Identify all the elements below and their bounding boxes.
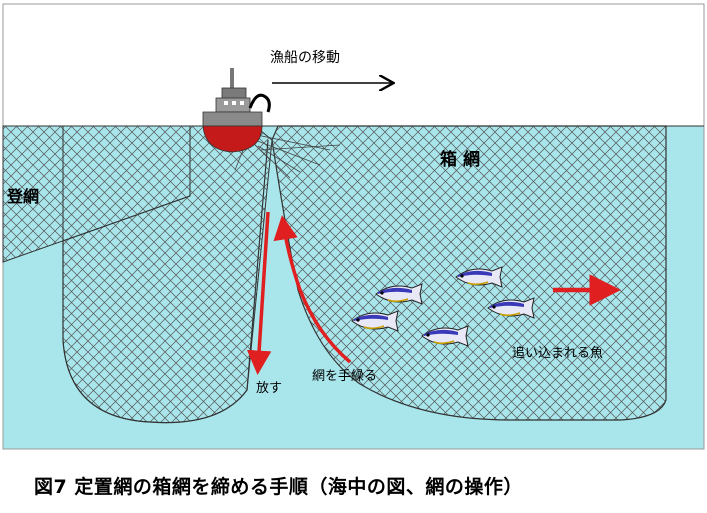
hauled-net-bundle	[234, 133, 341, 179]
boat-movement-label: 漁船の移動	[270, 50, 340, 66]
hakoami-label: 箱網	[440, 149, 486, 170]
tobiami-label: 登網	[6, 187, 39, 206]
release-arrow	[246, 211, 272, 375]
haul-in-arrow	[273, 215, 352, 364]
haul-in-label: 網を手繰る	[312, 369, 377, 384]
figure-caption: 図7 定置網の箱網を締める手順（海中の図、網の操作）	[34, 476, 523, 498]
fishing-boat	[202, 68, 271, 153]
box-net-left-outline	[62, 139, 269, 424]
driven-fish-label: 追い込まれる魚	[512, 345, 603, 361]
release-label: 放す	[256, 381, 282, 396]
